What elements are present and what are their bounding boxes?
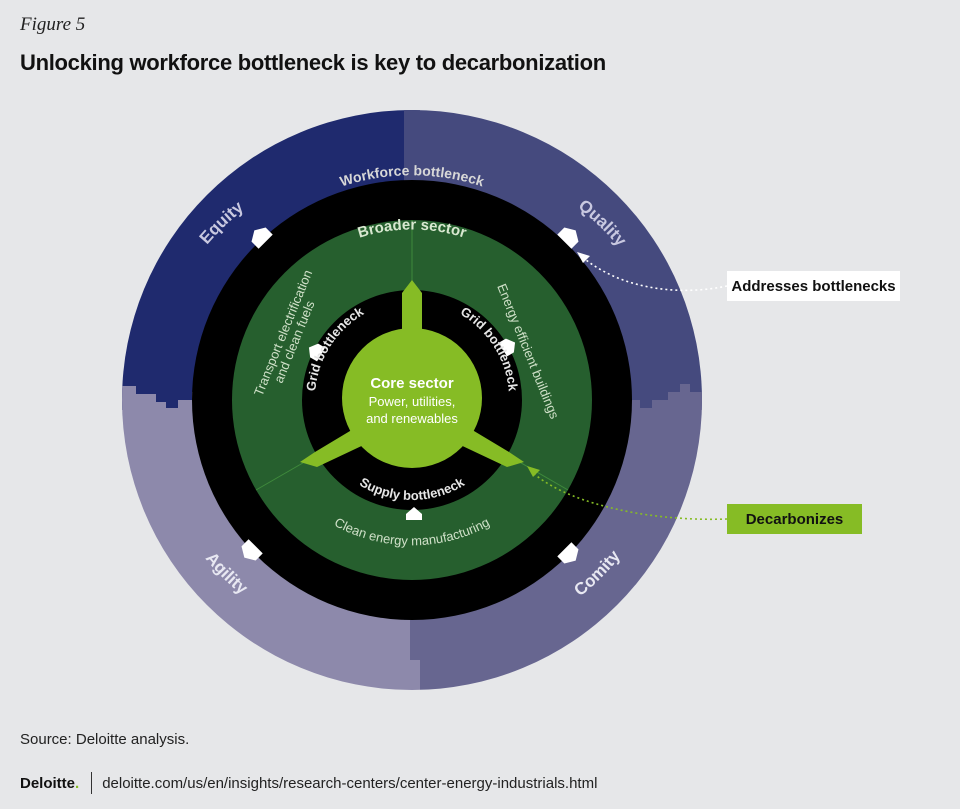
- house-icon: [498, 338, 516, 357]
- house-icon: [406, 507, 422, 520]
- footer-url[interactable]: deloitte.com/us/en/insights/research-cen…: [102, 774, 598, 792]
- arrowhead-icon: [577, 252, 590, 263]
- outer-seam-top: [404, 110, 420, 190]
- house-icon: [557, 227, 579, 249]
- footer: Deloitte. deloitte.com/us/en/insights/re…: [20, 772, 597, 794]
- arm-left: [300, 425, 370, 467]
- deloitte-logo: Deloitte.: [20, 775, 79, 792]
- decarbonizes-connector: [529, 469, 728, 521]
- callout-decarbonizes: Decarbonizes: [727, 504, 862, 534]
- source-note: Source: Deloitte analysis.: [20, 731, 190, 748]
- arrowhead-icon: [527, 466, 540, 477]
- core-line-2: and renewables: [366, 411, 458, 426]
- brand-dot: .: [75, 774, 80, 792]
- house-icon: [241, 539, 263, 561]
- footer-divider: [91, 772, 93, 794]
- arm-right: [454, 425, 524, 467]
- page-title: Unlocking workforce bottleneck is key to…: [20, 50, 606, 75]
- figure-label: Figure 5: [20, 14, 86, 35]
- addresses-connector: [579, 254, 728, 292]
- core-line-1: Power, utilities,: [369, 394, 456, 409]
- house-icon: [251, 227, 273, 249]
- core-circle: [342, 328, 482, 468]
- callout-addresses-bottlenecks: Addresses bottlenecks: [727, 271, 900, 301]
- arm-top: [402, 280, 422, 330]
- core-title: Core sector: [370, 375, 454, 392]
- brand-name: Deloitte: [20, 774, 76, 792]
- house-icon: [557, 542, 579, 564]
- house-icon: [308, 343, 326, 362]
- arrow-markers: [241, 227, 579, 564]
- trefoil-arms: [300, 280, 524, 467]
